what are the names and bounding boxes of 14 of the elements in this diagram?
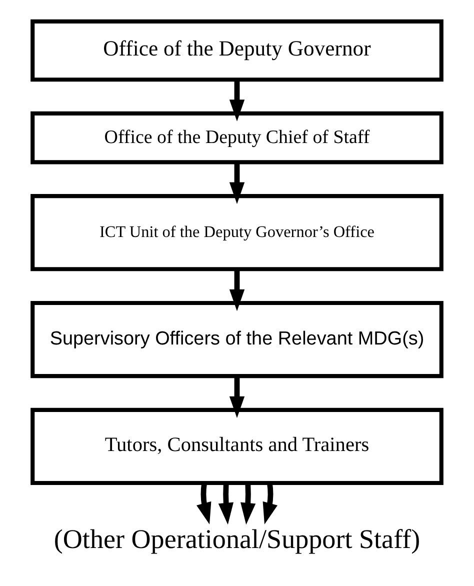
arrow [229,376,245,418]
arrow [218,482,234,524]
arrow [229,80,245,121]
arrow [262,482,278,524]
arrow [196,482,212,524]
node-text: (Other Operational/Support Staff) [54,523,420,554]
node-box: Tutors, Consultants and Trainers [30,407,444,485]
node-box: Office of the Deputy Governor [30,18,444,82]
arrow [240,482,256,524]
arrow [229,162,245,204]
arrow [229,268,245,311]
node-box: ICT Unit of the Deputy Governor’s Office [30,194,444,271]
node-box: Supervisory Officers of the Relevant MDG(s) [30,300,444,378]
node-box: Office of the Deputy Chief of Staff [30,110,444,164]
